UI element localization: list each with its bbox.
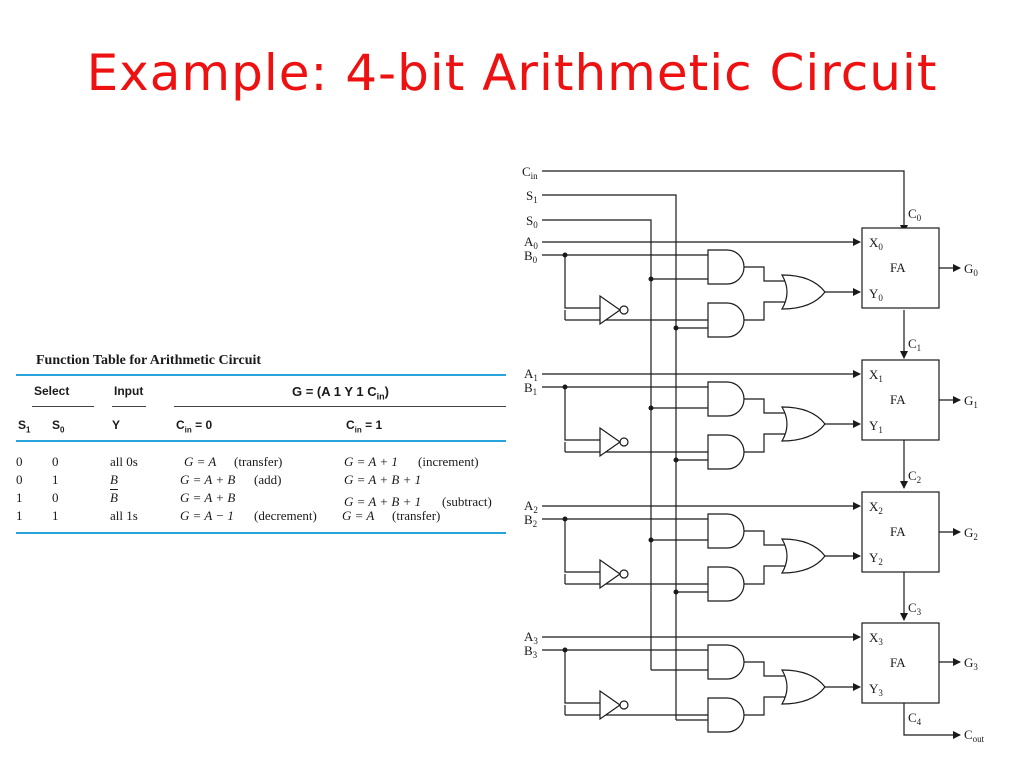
x0-label: X0 [869,235,883,252]
and-gate [707,697,745,733]
g1-label: G1 [964,393,978,410]
y3-label: Y3 [869,681,883,698]
y0-label: Y0 [869,286,883,303]
a0-label: A0 [524,234,538,251]
full-adder-block [861,491,940,573]
col-cin1: Cin = 1 [346,418,383,435]
c3-label: C3 [908,600,922,617]
full-adder-block [861,359,940,441]
a1-label: A1 [524,366,538,383]
inverter-bubble [619,437,629,447]
col-y: Y [112,418,121,432]
inverter-bubble [619,700,629,710]
table-body: 0 0 all 0s G = A (transfer) G = A + 1 (i… [16,442,506,532]
stage-2 [542,491,961,621]
y1-label: Y1 [869,418,883,435]
arithmetic-circuit-diagram: Cin S1 S0 [522,164,985,744]
cin-label: Cin [522,164,538,181]
b1-label: B1 [524,380,537,397]
col-cin0: Cin = 0 [176,418,213,435]
header-bottom-rule [16,440,506,442]
fa1-label: FA [890,392,906,407]
stage-1 [542,359,961,489]
not-gate [599,689,622,721]
fa0-label: FA [890,260,906,275]
b3-label: B3 [524,643,538,660]
g3-label: G3 [964,655,978,672]
slide-title: Example: 4-bit Arithmetic Circuit [86,44,938,102]
a2-label: A2 [524,498,538,515]
not-gate [599,426,622,458]
full-adder-block [861,622,940,704]
and-gate [707,644,745,680]
s1-line [542,194,677,720]
cout-label: Cout [964,727,985,744]
table-header: Select Input G = (A 1 Y 1 Cin) S1 S0 Y C… [16,376,506,442]
output-underline [174,406,506,407]
y2-label: Y2 [869,550,883,567]
g0-label: G0 [964,261,978,278]
and-gate [707,566,745,602]
table-row: 1 0 B G = A + B G = A + B + 1 (subtract) [16,490,492,509]
table-caption: Function Table for Arithmetic Circuit [36,353,262,368]
fa2-label: FA [890,524,906,539]
and-gate [707,249,745,285]
inverter-bubble [619,305,629,315]
control-lines [542,170,908,720]
stage-0 [542,227,961,359]
table-row: 0 0 all 0s G = A (transfer) G = A + 1 (i… [16,454,479,469]
x3-label: X3 [869,630,883,647]
and-gate [707,302,745,338]
not-gate [599,558,622,590]
x1-label: X1 [869,367,883,384]
and-gate [707,381,745,417]
or-gate [780,274,826,310]
group-select: Select [34,384,70,398]
b0-label: B0 [524,248,538,265]
a3-label: A3 [524,629,538,646]
c2-label: C2 [908,468,921,485]
c4-label: C4 [908,710,922,727]
col-s1: S1 [18,418,31,435]
x2-label: X2 [869,499,883,516]
inverter-bubble [619,569,629,579]
s1-label: S1 [526,188,538,205]
col-s0: S0 [52,418,65,435]
select-underline [32,406,94,407]
group-output: G = (A 1 Y 1 Cin) [292,384,390,402]
table-bottom-rule [16,532,506,534]
c1-label: C1 [908,336,921,353]
stage-labels: A0 B0 X0 Y0 FA G0 C0 A1 B1 X1 Y1 FA G1 C… [524,206,985,744]
fa3-label: FA [890,655,906,670]
table-row: 1 1 all 1s G = A − 1 (decrement) G = A (… [16,508,441,523]
s0-label: S0 [526,213,538,230]
table-row: 0 1 B G = A + B (add) G = A + B + 1 [16,472,422,487]
or-gate [780,669,826,705]
cin-line [542,170,908,233]
function-table: Function Table for Arithmetic Circuit Se… [16,352,506,534]
group-input: Input [114,384,144,398]
full-adder-block [861,227,940,309]
stage-3 [542,622,961,739]
g2-label: G2 [964,525,978,542]
s0-line [542,219,652,670]
or-gate [780,538,826,574]
and-gate [707,434,745,470]
and-gate [707,513,745,549]
c0-label: C0 [908,206,922,223]
not-gate [599,294,622,326]
or-gate [780,406,826,442]
b2-label: B2 [524,512,537,529]
input-underline [112,406,146,407]
table-top-rule [16,374,506,376]
